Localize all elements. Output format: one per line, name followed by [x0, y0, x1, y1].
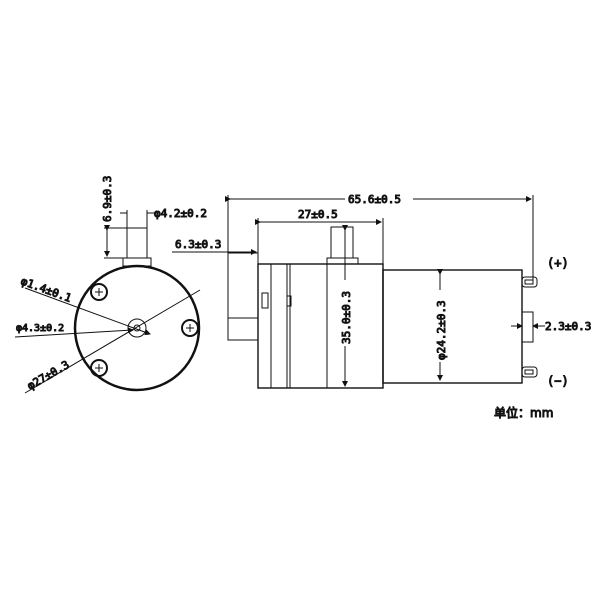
units-label: 单位：mm [494, 405, 553, 420]
screw-icon [181, 319, 199, 337]
body-circle [73, 264, 201, 392]
pump-head-height-label: 35.0±0.3 [340, 291, 353, 344]
positive-terminal [521, 276, 538, 288]
positive-label: (+) [547, 256, 569, 270]
negative-label: (−) [547, 374, 569, 388]
shaft-base [122, 257, 152, 267]
shaft-diameter-label: φ4.2±0.2 [154, 207, 207, 220]
front-view: 6.9±0.3 φ4.2±0.2 φ1.4±0.1 φ4.3±0.2 φ27±0… [14, 175, 207, 394]
screw-icon [90, 359, 108, 377]
offset-label: 6.3±0.3 [175, 238, 221, 251]
screw-icon [90, 283, 108, 301]
shaft-height-label: 6.9±0.3 [101, 176, 114, 222]
negative-terminal [521, 366, 538, 378]
pump-head [257, 263, 384, 389]
body-diameter-label: φ27±0.3 [25, 358, 72, 392]
hub-circle [127, 318, 147, 338]
motor-body [382, 269, 523, 384]
shaft [126, 227, 148, 259]
terminal-width-label: 2.3±0.3 [545, 320, 591, 333]
hub-diameter-label: φ4.3±0.2 [16, 323, 64, 334]
outlet-nozzle [227, 252, 259, 341]
side-view: 65.6±0.5 27±0.5 6.3±0.3 35.0±0.3 φ24.2±0… [172, 190, 592, 421]
hole-diameter-label: φ1.4±0.1 [19, 275, 73, 305]
motor-diameter-label: φ24.2±0.3 [435, 300, 448, 360]
inlet-port [330, 226, 354, 259]
overall-length-label: 65.6±0.5 [348, 193, 401, 206]
pump-head-length-label: 27±0.5 [298, 208, 338, 221]
